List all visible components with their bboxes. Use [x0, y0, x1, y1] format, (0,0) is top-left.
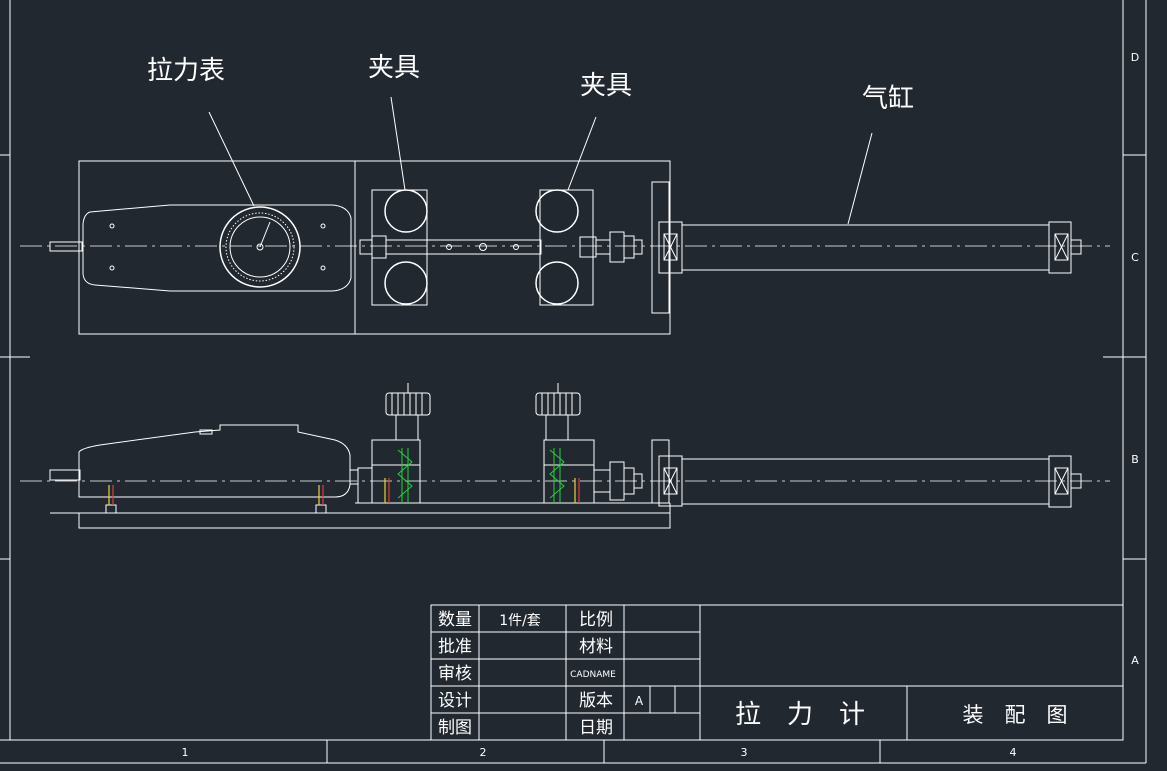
quantity-label: 数量 [438, 610, 472, 630]
approve-label: 批准 [438, 637, 472, 657]
callout-clamp-left: 夹具 [368, 53, 420, 83]
zone-column-1: 1 [182, 746, 189, 759]
date-label: 日期 [579, 718, 613, 738]
scale-label: 比例 [579, 610, 613, 630]
zone-row-labels: D C B A [1131, 51, 1139, 667]
design-label: 设计 [438, 691, 472, 711]
quantity-value: 1件/套 [499, 613, 541, 629]
title-block [430, 604, 1124, 741]
callout-gauge: 拉力表 [147, 56, 225, 86]
callout-leaders [208, 96, 873, 225]
callout-cylinder: 气缸 [862, 84, 914, 114]
zone-column-3: 3 [741, 746, 748, 759]
front-view [20, 383, 1110, 529]
zone-row-d: D [1131, 51, 1139, 64]
zone-column-4: 4 [1010, 746, 1017, 759]
version-label: 版本 [579, 691, 613, 711]
zone-row-a: A [1131, 654, 1139, 667]
cadname-field: CADNAME [570, 670, 616, 680]
top-view [20, 160, 1110, 335]
zone-column-labels: 1 2 3 4 [182, 746, 1017, 759]
draw-label: 制图 [438, 718, 472, 738]
review-label: 审核 [438, 664, 472, 684]
zone-column-2: 2 [480, 746, 487, 759]
version-value: A [635, 694, 644, 708]
drawing-name: 拉 力 计 [735, 700, 865, 730]
zone-row-c: C [1131, 251, 1139, 264]
material-label: 材料 [579, 637, 613, 657]
callout-clamp-right: 夹具 [580, 71, 632, 101]
zone-row-b: B [1131, 453, 1139, 466]
drawing-type: 装 配 图 [963, 703, 1068, 727]
